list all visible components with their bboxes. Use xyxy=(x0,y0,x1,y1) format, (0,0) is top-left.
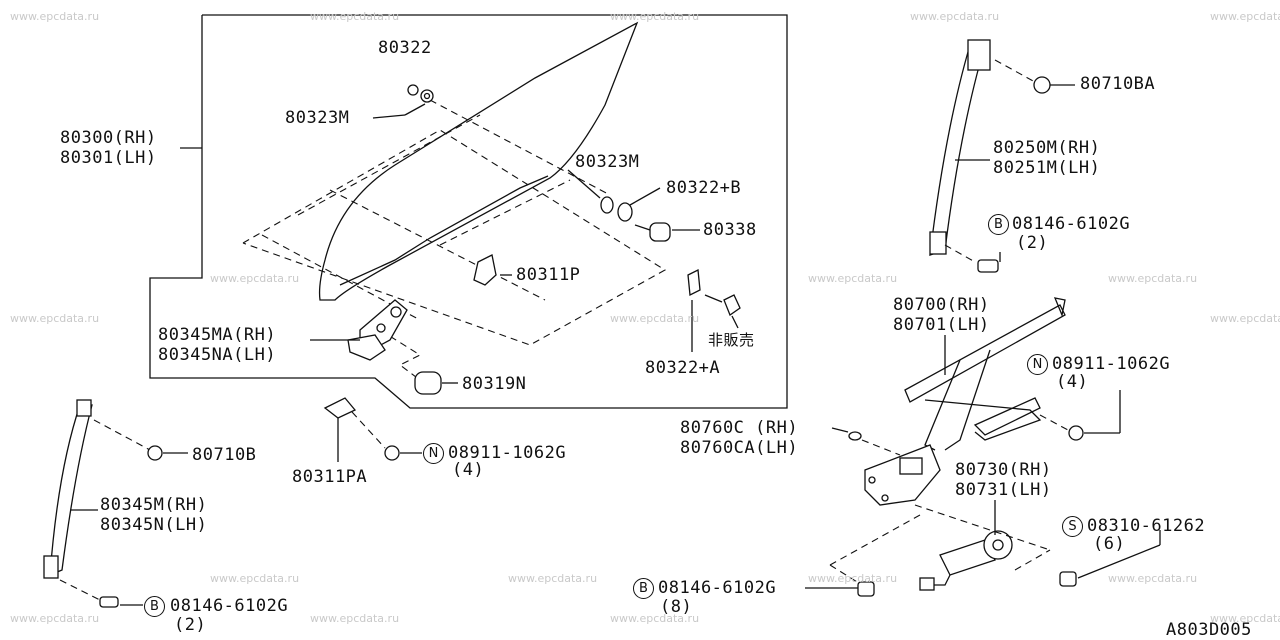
watermark: www.epcdata.ru xyxy=(210,272,300,285)
part-label-08146: 08146-6102G xyxy=(1012,214,1131,234)
part-label-80730: 80730(RH) xyxy=(955,460,1052,480)
watermark: www.epcdata.ru xyxy=(808,572,898,585)
watermark: www.epcdata.ru xyxy=(610,312,700,325)
part-label-80319n: 80319N xyxy=(462,374,527,394)
diagram-code: A803D005 xyxy=(1166,620,1252,640)
watermark: www.epcdata.ru xyxy=(1210,312,1280,325)
part-label-08146: 08146-6102G xyxy=(658,578,777,598)
not-for-sale-label: 非販売 xyxy=(708,331,755,349)
right-rail xyxy=(929,44,986,256)
part-label-80731: 80731(LH) xyxy=(955,480,1052,500)
part-label-80701: 80701(LH) xyxy=(893,315,990,335)
watermark: www.epcdata.ru xyxy=(1108,572,1198,585)
quantity-label: (2) xyxy=(1016,233,1049,253)
part-label-80345ma: 80345MA(RH) xyxy=(158,325,277,345)
bolt-symbol: B xyxy=(633,578,654,599)
watermark: www.epcdata.ru xyxy=(610,612,700,625)
part-label-80345n: 80345N(LH) xyxy=(100,515,208,535)
part-label-80700: 80700(RH) xyxy=(893,295,990,315)
part-label-80345na: 80345NA(LH) xyxy=(158,345,277,365)
nut-symbol: N xyxy=(1027,354,1048,375)
window-regulator xyxy=(904,304,1066,403)
part-label-08146: 08146-6102G xyxy=(170,596,289,616)
part-label-80311p: 80311P xyxy=(516,265,581,285)
watermark: www.epcdata.ru xyxy=(808,272,898,285)
part-label-80760c: 80760C (RH) xyxy=(680,418,799,438)
part-label-80345m: 80345M(RH) xyxy=(100,495,208,515)
watermark: www.epcdata.ru xyxy=(910,10,1000,23)
screw-symbol: S xyxy=(1062,516,1083,537)
part-label-80311pa: 80311PA xyxy=(292,467,368,487)
watermark: www.epcdata.ru xyxy=(10,10,100,23)
left-rail xyxy=(49,404,93,577)
watermark: www.epcdata.ru xyxy=(10,312,100,325)
watermark: www.epcdata.ru xyxy=(1210,612,1280,625)
watermark: www.epcdata.ru xyxy=(508,572,598,585)
part-label-80323m: 80323M xyxy=(285,108,350,128)
watermark: www.epcdata.ru xyxy=(1210,10,1280,23)
assembly-outline xyxy=(149,14,788,409)
part-label-80322: 80322 xyxy=(378,38,432,58)
watermark: www.epcdata.ru xyxy=(10,612,100,625)
watermark: www.epcdata.ru xyxy=(310,612,400,625)
part-label-80322b: 80322+B xyxy=(666,178,742,198)
quantity-label: (4) xyxy=(452,460,485,480)
quantity-label: (6) xyxy=(1093,534,1126,554)
quantity-label: (4) xyxy=(1056,372,1089,392)
watermark: www.epcdata.ru xyxy=(310,10,400,23)
part-label-80251m: 80251M(LH) xyxy=(993,158,1101,178)
part-label-80710b: 80710B xyxy=(192,445,257,465)
part-label-08310: 08310-61262 xyxy=(1087,516,1206,536)
part-label-80323m: 80323M xyxy=(575,152,640,172)
part-label-80710ba: 80710BA xyxy=(1080,74,1156,94)
part-label-80322a: 80322+A xyxy=(645,358,721,378)
part-label-80760ca: 80760CA(LH) xyxy=(680,438,799,458)
watermark: www.epcdata.ru xyxy=(1108,272,1198,285)
part-label-80250m: 80250M(RH) xyxy=(993,138,1101,158)
bolt-symbol: B xyxy=(144,596,165,617)
quantity-label: (8) xyxy=(660,597,693,617)
window-glass xyxy=(318,21,639,301)
part-label-08911: 08911-1062G xyxy=(448,443,567,463)
nut-symbol: N xyxy=(423,443,444,464)
bolt-symbol: B xyxy=(988,214,1009,235)
part-label-80301: 80301(LH) xyxy=(60,148,157,168)
part-label-80300: 80300(RH) xyxy=(60,128,157,148)
part-label-08911: 08911-1062G xyxy=(1052,354,1171,374)
part-label-80338: 80338 xyxy=(703,220,757,240)
watermark: www.epcdata.ru xyxy=(610,10,700,23)
watermark: www.epcdata.ru xyxy=(210,572,300,585)
quantity-label: (2) xyxy=(174,615,207,635)
